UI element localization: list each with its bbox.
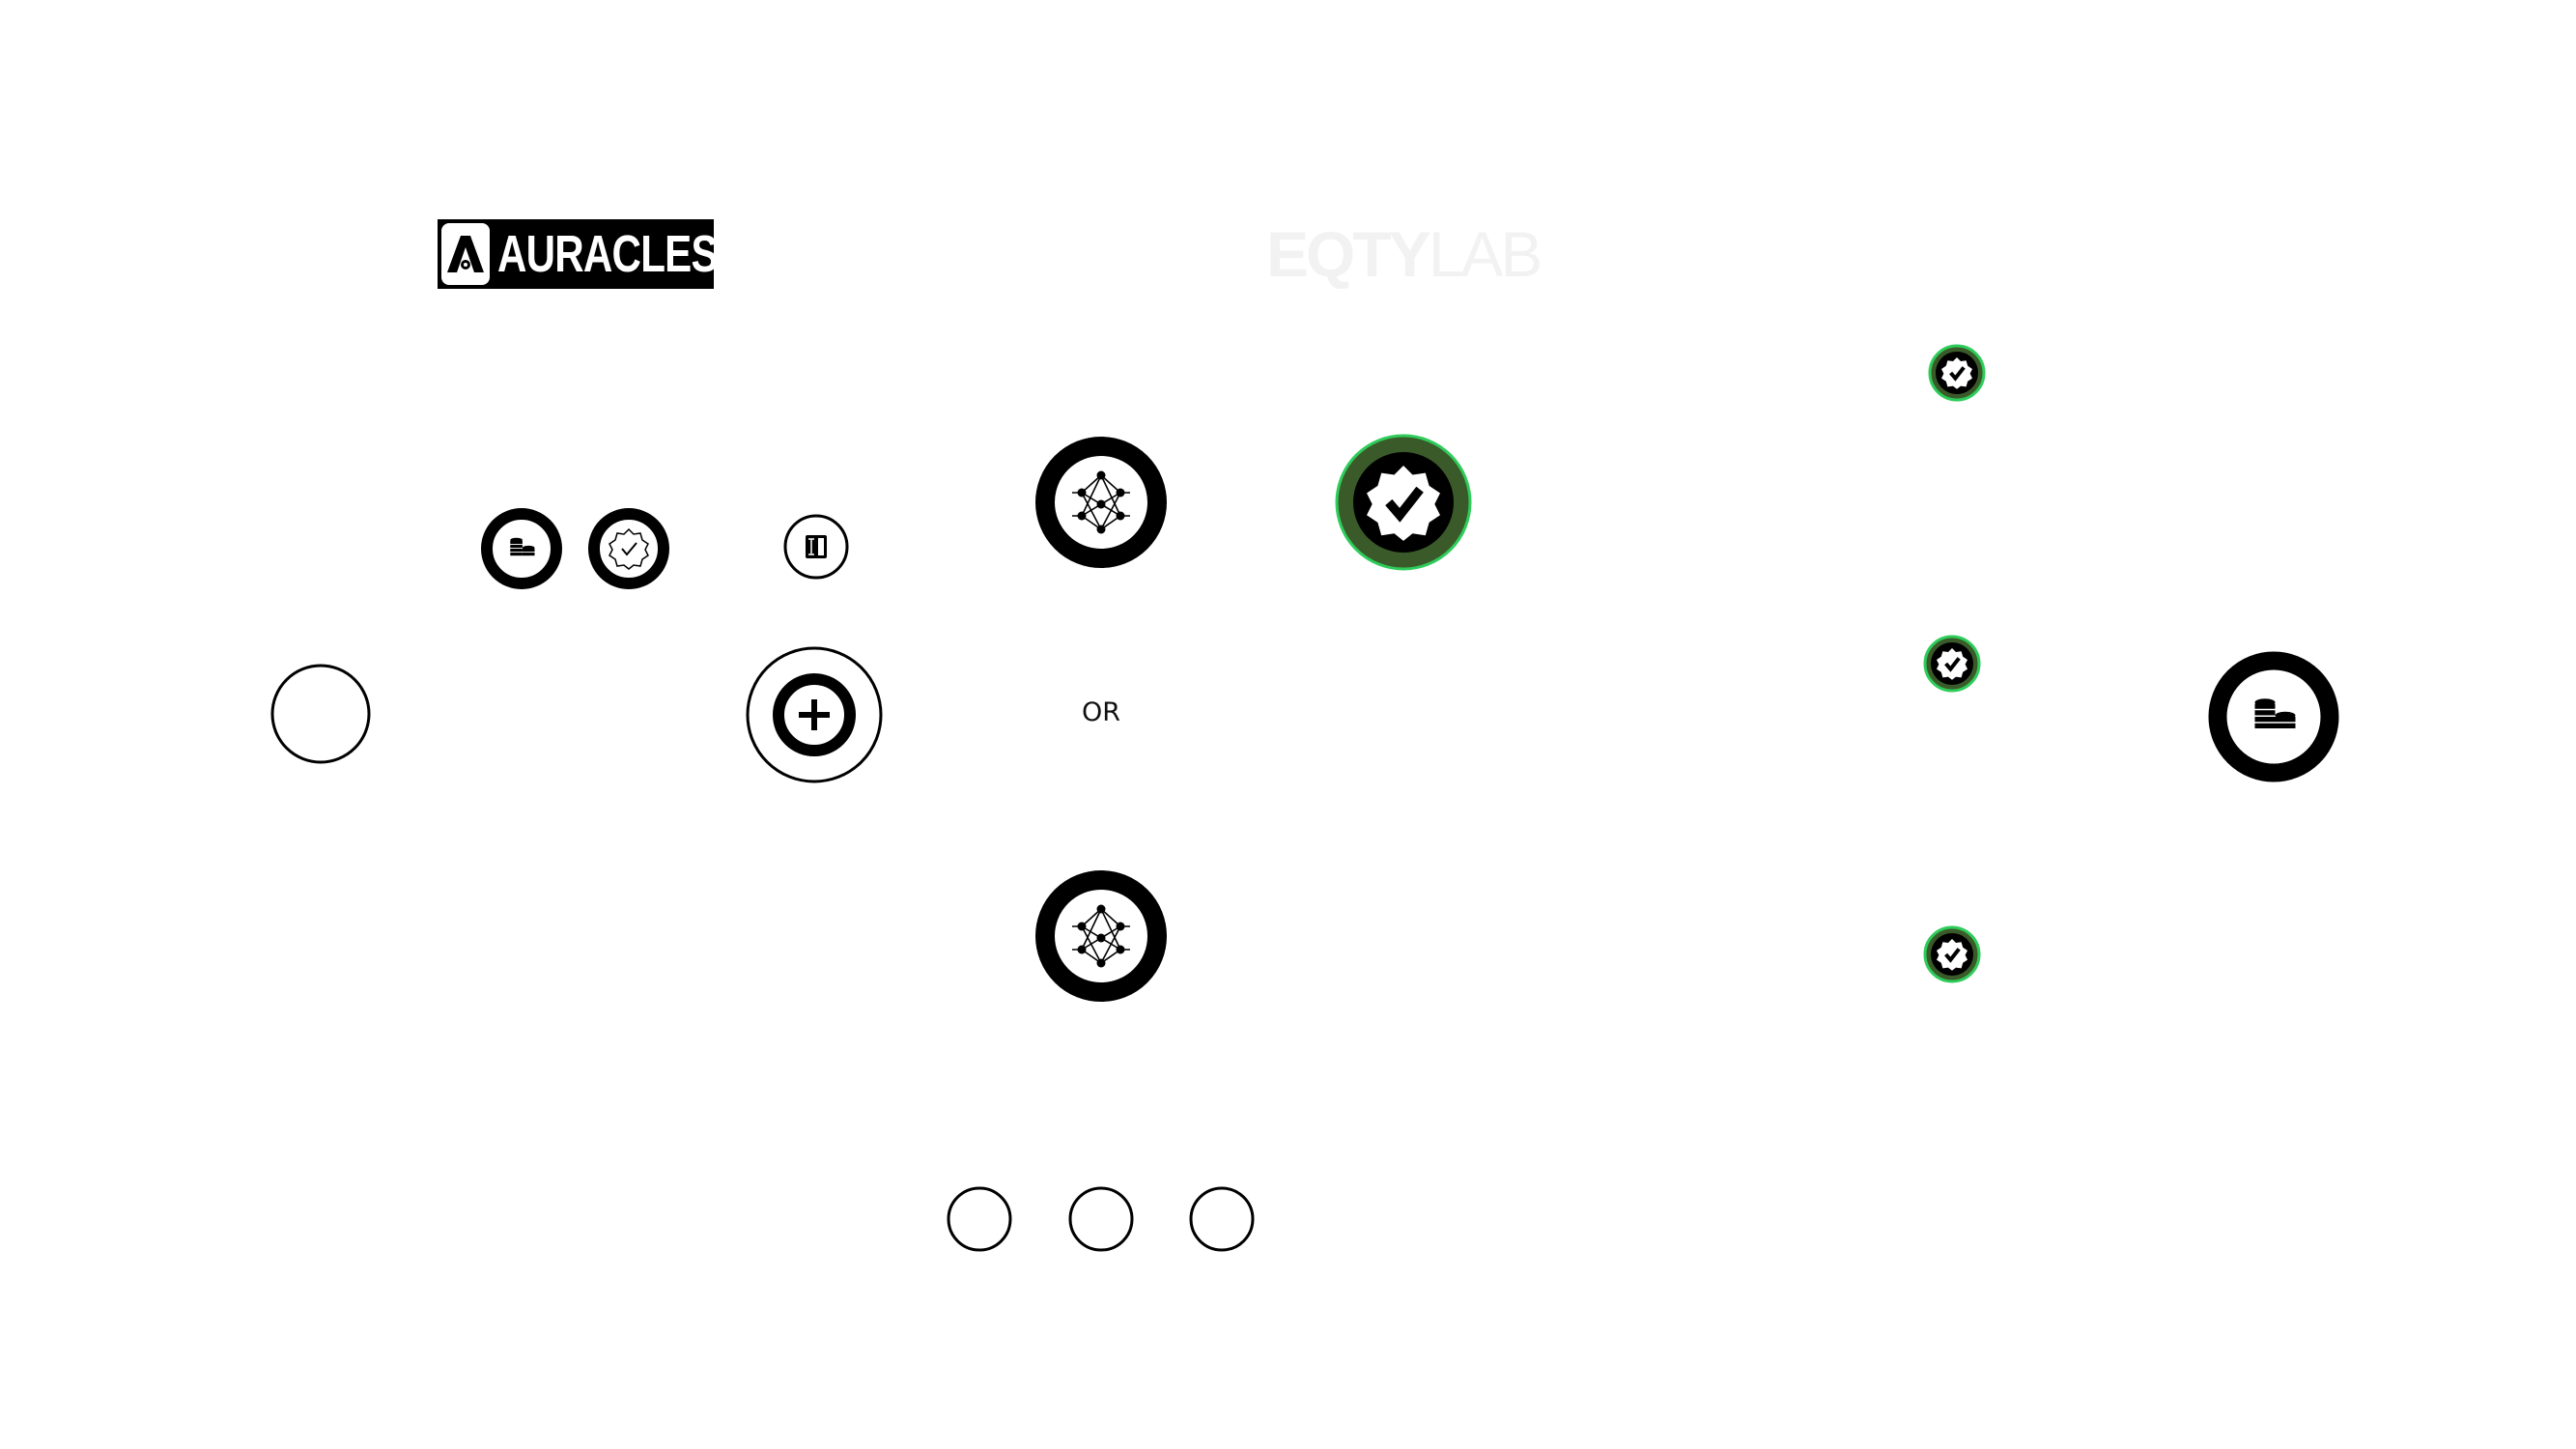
or-label: OR <box>1081 697 1120 727</box>
lab-wordmark: LAB <box>1428 218 1543 290</box>
pagination-dot-3[interactable] <box>1189 1186 1255 1252</box>
coins-node-large[interactable] <box>2208 651 2339 782</box>
auracles-wordmark: AURACLES <box>497 225 719 283</box>
verified-node-small[interactable] <box>588 508 669 589</box>
pagination-dot-2[interactable] <box>1068 1186 1134 1252</box>
empty-node[interactable] <box>270 664 371 764</box>
auracles-a-icon <box>441 223 490 285</box>
coins-node-small[interactable] <box>481 508 562 589</box>
pagination-dot-1[interactable] <box>947 1186 1012 1252</box>
plus-icon <box>799 699 830 730</box>
verified-node-2[interactable] <box>1923 635 1981 693</box>
verified-badge-icon <box>609 527 649 570</box>
neural-network-node-bottom[interactable] <box>1035 870 1167 1002</box>
auracles-logo: AURACLES <box>438 219 719 289</box>
eqty-wordmark: EQTY <box>1266 218 1431 290</box>
document-node[interactable] <box>783 514 849 580</box>
neural-network-node-top[interactable] <box>1035 437 1167 568</box>
document-icon <box>806 535 827 558</box>
verified-node-1[interactable] <box>1928 344 1986 402</box>
verified-node-3[interactable] <box>1923 925 1981 983</box>
verified-node-large[interactable] <box>1335 434 1472 571</box>
add-node[interactable] <box>746 646 883 783</box>
